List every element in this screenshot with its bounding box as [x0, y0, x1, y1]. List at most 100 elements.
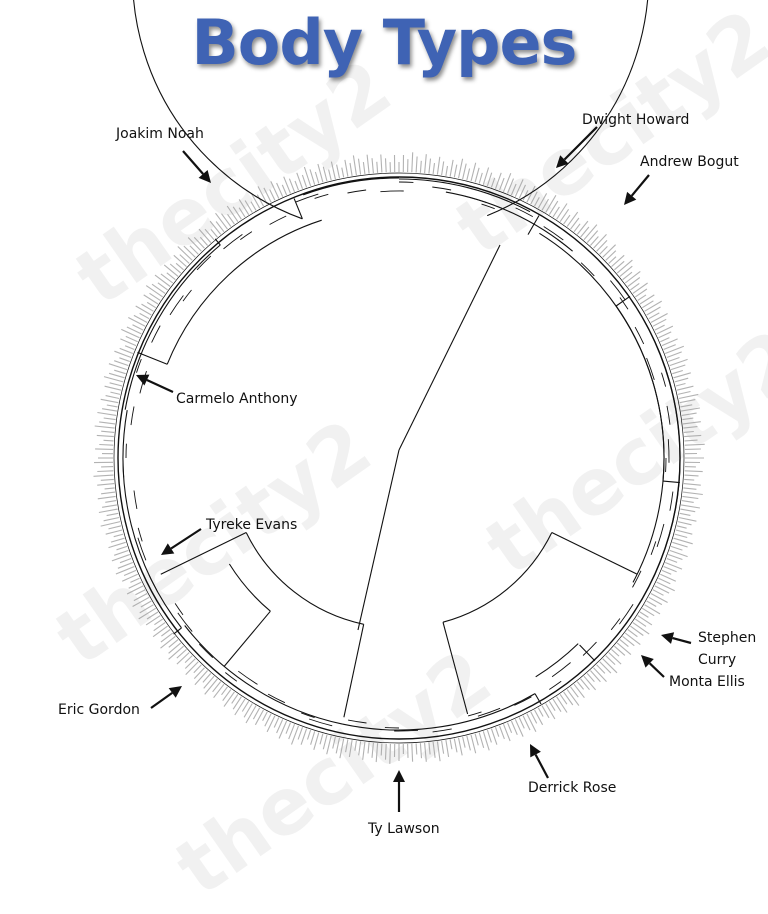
branch-link: [344, 624, 364, 717]
leaf-label: [678, 392, 691, 395]
leaf-label: [161, 630, 170, 637]
leaf-label: [620, 640, 629, 647]
leaf-label: [124, 570, 136, 575]
leaf-label: [224, 692, 234, 707]
leaf-label: [680, 509, 695, 512]
annotation-arrow: [151, 686, 182, 708]
leaf-label: [323, 167, 327, 182]
leaf-label: [653, 590, 664, 596]
leaf-label: [258, 186, 267, 204]
leaf-label: [677, 526, 687, 528]
leaf-label: [95, 426, 115, 428]
leaf-label: [99, 445, 113, 446]
label-monta-ellis: Monta Ellis: [669, 672, 745, 692]
leaf-label: [515, 179, 523, 196]
leaf-label: [271, 181, 279, 198]
label-tyreke-evans: Tyreke Evans: [206, 515, 297, 535]
leaf-label: [286, 723, 291, 734]
sub-cluster-arc: [170, 296, 183, 315]
cluster-arc: [443, 533, 552, 623]
leaf-label: [161, 633, 173, 642]
leaf-label: [111, 538, 125, 542]
leaf-label: [511, 184, 516, 195]
arrow-shaft: [151, 693, 172, 708]
leaf-label: [310, 169, 315, 184]
leaf-label: [130, 578, 139, 582]
leaf-label: [99, 509, 118, 512]
leaf-label: [211, 229, 217, 237]
leaf-label: [377, 162, 378, 173]
annotation-arrows: [136, 127, 691, 812]
leaf-label: [500, 726, 505, 739]
leaf-label: [333, 737, 336, 749]
leaf-label: [508, 723, 512, 733]
leaf-label: [671, 365, 685, 370]
sub-cluster-arc: [123, 453, 124, 477]
leaf-label: [109, 373, 124, 378]
leaf-label: [216, 213, 228, 229]
leaf-label: [685, 444, 705, 445]
leaf-label: [372, 743, 373, 758]
leaf-label: [433, 163, 434, 174]
leaf-label: [155, 275, 170, 286]
leaf-label: [119, 358, 129, 362]
cluster-arc: [125, 245, 220, 410]
leaf-label: [289, 724, 295, 739]
leaf-label: [120, 348, 133, 353]
leaf-label: [185, 656, 192, 663]
leaf-label: [147, 302, 156, 307]
leaf-label: [679, 518, 697, 522]
leaf-label: [114, 370, 126, 374]
leaf-label: [681, 505, 700, 508]
leaf-label: [442, 741, 444, 754]
leaf-label: [645, 605, 661, 614]
leaf-label: [640, 295, 654, 304]
leaf-label: [331, 162, 335, 180]
leaf-label: [674, 373, 691, 378]
leaf-label: [350, 163, 352, 176]
cluster-arc: [539, 233, 664, 582]
leaf-label: [587, 231, 598, 243]
leaf-label: [114, 361, 128, 366]
leaf-label: [177, 653, 189, 665]
arrow-head: [393, 770, 405, 782]
leaf-label: [590, 671, 600, 682]
leaf-label: [479, 173, 482, 184]
root-branch: [399, 245, 500, 450]
sub-cluster-arc: [464, 196, 487, 203]
leaf-label: [483, 168, 488, 185]
leaf-label: [337, 165, 340, 179]
leaf-label: [672, 371, 683, 374]
leaf-label: [682, 413, 697, 415]
annotation-arrow: [530, 744, 548, 778]
leaf-label: [655, 325, 665, 330]
leaf-label: [450, 160, 453, 177]
leaf-label: [117, 546, 128, 549]
leaf-label: [587, 673, 594, 681]
label-eric-gordon: Eric Gordon: [58, 700, 140, 720]
leaf-label: [176, 263, 184, 270]
leaf-label: [340, 739, 344, 759]
leaf-label: [683, 422, 701, 424]
leaf-label: [372, 158, 373, 173]
sub-cluster-arc: [668, 439, 669, 463]
leaf-label: [302, 175, 306, 187]
leaf-label: [549, 201, 558, 215]
leaf-label: [680, 405, 692, 407]
leaf-label: [574, 224, 580, 232]
leaf-label: [169, 646, 184, 659]
annotation-arrow: [393, 770, 405, 812]
leaf-label: [315, 172, 318, 184]
leaf-label: [222, 214, 231, 227]
label-dwight-howard: Dwight Howard: [582, 110, 689, 130]
leaf-label: [675, 378, 689, 382]
leaf-label: [105, 501, 116, 503]
leaf-label: [199, 229, 211, 243]
leaf-label: [367, 155, 369, 174]
leaf-label: [121, 329, 139, 337]
leaf-label: [242, 701, 248, 711]
leaf-label: [623, 636, 635, 645]
leaf-label: [625, 633, 640, 645]
leaf-label: [647, 601, 657, 607]
leaf-label: [318, 164, 323, 182]
